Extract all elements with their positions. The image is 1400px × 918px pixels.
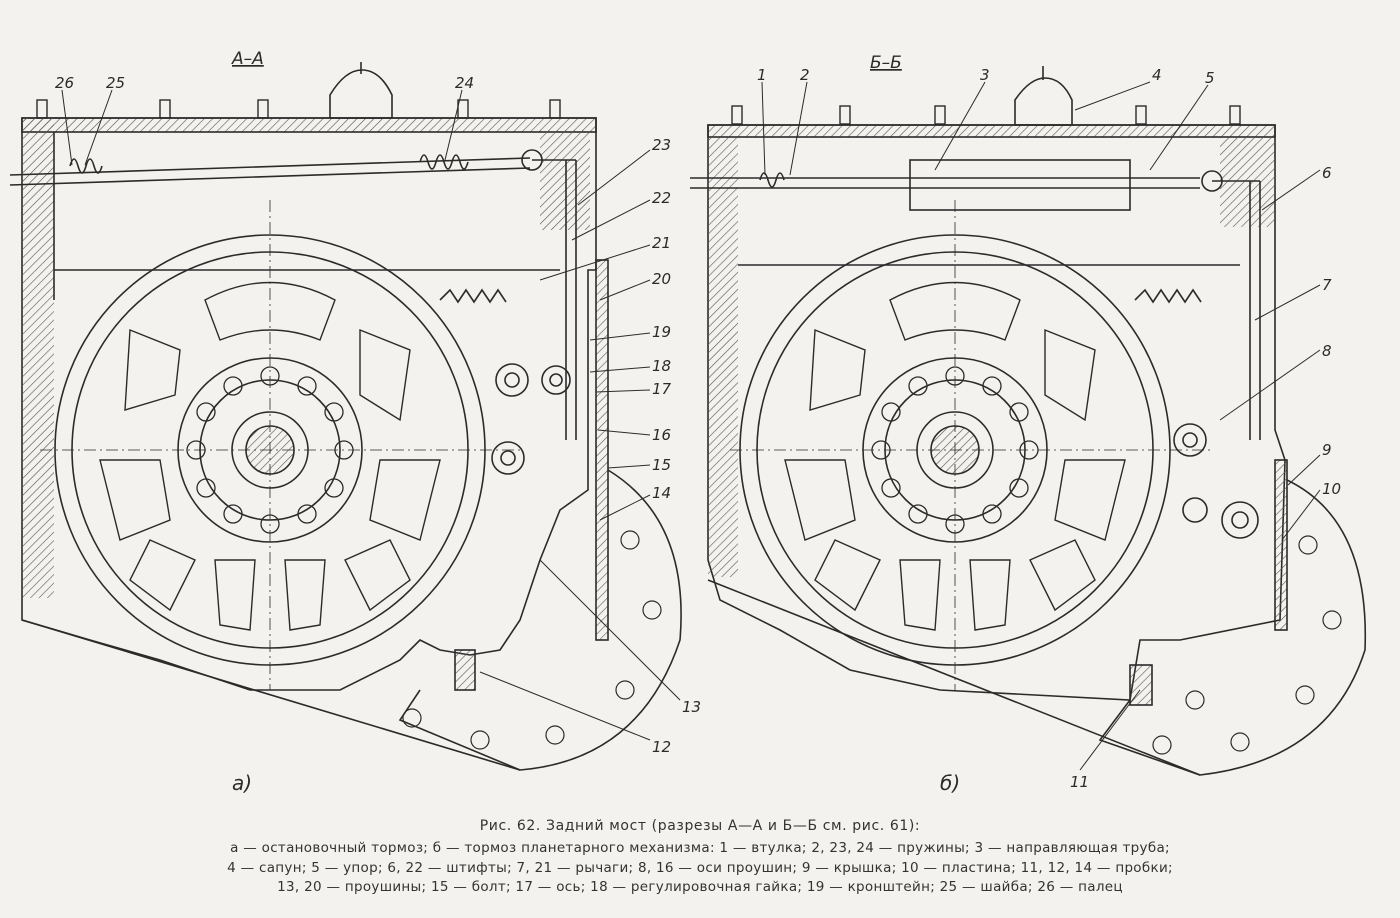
callout-1: 1 [757, 66, 767, 84]
callout-8: 8 [1322, 342, 1332, 360]
callout-13: 13 [682, 698, 701, 716]
callout-9: 9 [1322, 441, 1332, 459]
drawing-canvas: А–А Б–Б а) б) 26 25 24 23 22 21 20 19 18… [9, 49, 1367, 795]
callout-26: 26 [55, 74, 74, 92]
figure-caption-line-2: 4 — сапун; 5 — упор; 6, 22 — штифты; 7, … [227, 860, 1173, 876]
callout-20: 20 [652, 270, 671, 288]
callout-18: 18 [652, 357, 671, 375]
figure-caption-title: Рис. 62. Задний мост (разрезы А—А и Б—Б … [479, 818, 921, 834]
callout-25: 25 [106, 74, 125, 92]
figure-caption-line-1: а — остановочный тормоз; б — тормоз план… [230, 840, 1170, 856]
section-sub-left: а) [232, 771, 252, 795]
callout-12: 12 [652, 738, 671, 756]
callout-3: 3 [980, 66, 990, 84]
callouts-left: 26 25 24 23 22 21 20 19 18 17 16 15 14 1… [55, 74, 701, 756]
figure-caption-line-3: 13, 20 — проушины; 15 — болт; 17 — ось; … [277, 879, 1123, 895]
callout-5: 5 [1205, 69, 1215, 87]
callout-2: 2 [800, 66, 810, 84]
callout-7: 7 [1322, 276, 1332, 294]
callout-15: 15 [652, 456, 671, 474]
callout-23: 23 [652, 136, 671, 154]
callouts-right: 1 2 3 4 5 6 7 8 9 10 11 [757, 66, 1341, 791]
callout-19: 19 [652, 323, 671, 341]
callout-4: 4 [1152, 66, 1162, 84]
callout-24: 24 [455, 74, 474, 92]
callout-21: 21 [652, 234, 671, 252]
leader-lines [61, 81, 1321, 771]
callout-14: 14 [652, 484, 671, 502]
section-sub-right: б) [940, 771, 960, 795]
section-title-right: Б–Б [870, 53, 902, 73]
section-title-left: А–А [231, 49, 264, 69]
section-view-a-a [9, 62, 682, 771]
callout-11: 11 [1070, 773, 1089, 791]
callout-22: 22 [652, 189, 671, 207]
section-view-b-b [690, 66, 1367, 776]
callout-10: 10 [1322, 480, 1341, 498]
callout-17: 17 [652, 380, 672, 398]
callout-16: 16 [652, 426, 671, 444]
callout-6: 6 [1322, 164, 1332, 182]
